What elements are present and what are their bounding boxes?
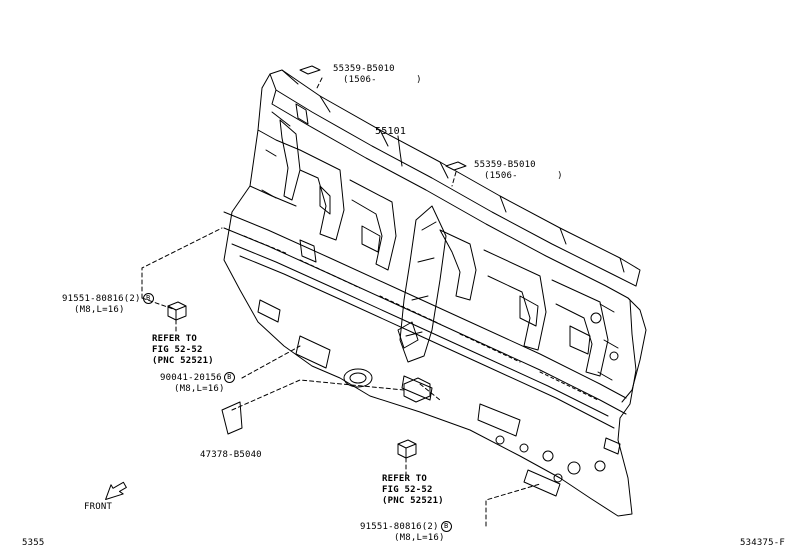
bolt-marker-b-icon: B [440, 521, 452, 532]
cowl-top-rail [261, 69, 641, 299]
part-number: 55359-B5010 [333, 64, 395, 74]
part-number: 91551-80816(2) [360, 522, 439, 532]
clip-part-left [167, 301, 187, 321]
clip-part-center [403, 377, 431, 403]
refer-line-3: (PNC 52521) [382, 496, 444, 506]
dash-panel-outline [223, 87, 647, 517]
part-spec: (M8,L=16) [394, 533, 445, 543]
part-label-47378: 47378-B5040 [200, 450, 262, 460]
refer-line-3: (PNC 52521) [152, 356, 214, 366]
refer-line-1: REFER TO [382, 474, 427, 484]
refer-line-2: FIG 52-52 [382, 485, 433, 495]
refer-line-1: REFER TO [152, 334, 197, 344]
pad-part-47378 [221, 401, 243, 435]
part-label-91551-left: 91551-80816(2)B (M8,L=16) [62, 293, 154, 316]
part-number: 90041-20156 [160, 373, 222, 383]
part-spec: (M8,L=16) [174, 384, 225, 394]
part-date: (1506- ) [343, 75, 422, 85]
leader-lines [141, 77, 541, 527]
part-spec: (M8,L=16) [74, 305, 125, 315]
refer-line-2: FIG 52-52 [152, 345, 203, 355]
flag-marker-upper [299, 65, 321, 75]
front-label: FRONT [84, 502, 113, 512]
refer-note-right: REFER TO FIG 52-52 (PNC 52521) [382, 474, 444, 507]
part-label-55359-middle: 55359-B5010 (1506- ) [474, 160, 563, 182]
part-date: (1506- ) [484, 171, 563, 181]
left-frame-details [261, 103, 397, 271]
part-number: 55359-B5010 [474, 160, 536, 170]
bolt-marker-b-icon: B [223, 372, 235, 383]
footer-right-code: 534375-F [740, 538, 785, 548]
footer-left-code: 5355 [22, 538, 45, 548]
lower-center-details [257, 299, 621, 497]
center-brace [397, 205, 447, 363]
bolt-marker-b-icon: B [142, 293, 154, 304]
part-number: 91551-80816(2) [62, 294, 141, 304]
part-label-55101: 55101 [375, 126, 407, 137]
right-frame-details [439, 229, 619, 381]
flag-marker-middle [445, 161, 467, 171]
refer-note-left: REFER TO FIG 52-52 (PNC 52521) [152, 334, 214, 367]
front-arrow-icon [105, 481, 127, 500]
clip-part-right [397, 439, 417, 459]
part-label-55359-upper: 55359-B5010 (1506- ) [333, 64, 422, 86]
leader-55101 [397, 135, 403, 167]
part-label-91551-right: 91551-80816(2)B (M8,L=16) [360, 521, 452, 544]
